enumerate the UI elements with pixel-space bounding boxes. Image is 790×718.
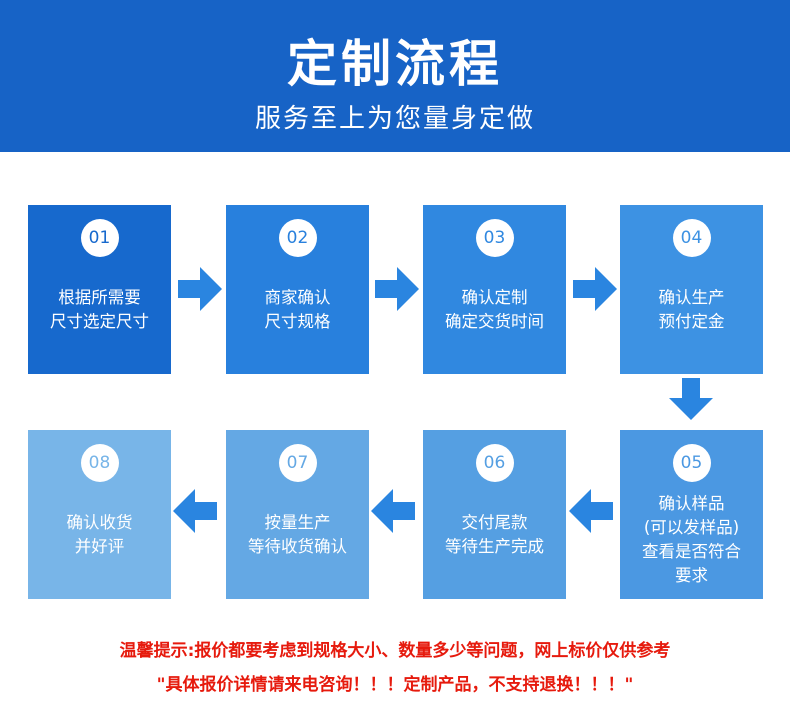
step-line: 按量生产	[264, 513, 331, 532]
step-card-02: 02 商家确认 尺寸规格	[226, 205, 369, 374]
step-card-05: 05 确认样品 (可以发样品) 查看是否符合 要求	[620, 430, 763, 599]
step-line: 确认定制	[461, 288, 528, 307]
step-line: 等待收货确认	[248, 537, 347, 556]
step-line: 并好评	[74, 537, 125, 556]
step-line: 确认样品	[658, 494, 725, 513]
step-line: 确认生产	[658, 288, 725, 307]
step-description: 确认定制 确定交货时间	[423, 286, 566, 334]
step-line: 尺寸选定尺寸	[50, 312, 149, 331]
step-number: 02	[278, 219, 317, 257]
step-line: 尺寸规格	[264, 312, 331, 331]
arrow-right-icon	[573, 267, 617, 311]
step-line: 交付尾款	[461, 513, 528, 532]
step-line: 查看是否符合	[642, 542, 741, 561]
step-number: 07	[278, 444, 317, 482]
step-card-01: 01 根据所需要 尺寸选定尺寸	[28, 205, 171, 374]
arrow-left-icon	[569, 489, 613, 533]
step-description: 交付尾款 等待生产完成	[423, 511, 566, 559]
step-card-08: 08 确认收货 并好评	[28, 430, 171, 599]
step-number: 04	[672, 219, 711, 257]
page-title: 定制流程	[287, 35, 503, 93]
step-card-07: 07 按量生产 等待收货确认	[226, 430, 369, 599]
step-line: (可以发样品)	[643, 518, 740, 537]
step-line: 根据所需要	[58, 288, 141, 307]
step-line: 等待生产完成	[445, 537, 544, 556]
step-description: 根据所需要 尺寸选定尺寸	[28, 286, 171, 334]
step-card-03: 03 确认定制 确定交货时间	[423, 205, 566, 374]
step-line: 确认收货	[66, 513, 133, 532]
page-subtitle: 服务至上为您量身定做	[254, 104, 535, 134]
step-number: 06	[475, 444, 514, 482]
arrow-left-icon	[371, 489, 415, 533]
notice-line-1: 温馨提示:报价都要考虑到规格大小、数量多少等问题，网上标价仅供参考	[119, 641, 671, 661]
step-card-06: 06 交付尾款 等待生产完成	[423, 430, 566, 599]
step-line: 商家确认	[264, 288, 331, 307]
arrow-down-icon	[669, 378, 713, 420]
step-description: 确认收货 并好评	[28, 511, 171, 559]
notice-line-2: "具体报价详情请来电咨询！！！定制产品，不支持退换！！！"	[156, 675, 634, 695]
header-banner: 定制流程 服务至上为您量身定做	[0, 0, 790, 152]
arrow-left-icon	[173, 489, 217, 533]
step-line: 确定交货时间	[445, 312, 544, 331]
step-description: 确认样品 (可以发样品) 查看是否符合 要求	[620, 492, 763, 588]
arrow-right-icon	[375, 267, 419, 311]
step-line: 预付定金	[658, 312, 725, 331]
step-description: 确认生产 预付定金	[620, 286, 763, 334]
step-number: 01	[80, 219, 119, 257]
step-number: 05	[672, 444, 711, 482]
step-card-04: 04 确认生产 预付定金	[620, 205, 763, 374]
step-description: 按量生产 等待收货确认	[226, 511, 369, 559]
step-number: 03	[475, 219, 514, 257]
step-description: 商家确认 尺寸规格	[226, 286, 369, 334]
step-number: 08	[80, 444, 119, 482]
step-line: 要求	[675, 566, 708, 585]
arrow-right-icon	[178, 267, 222, 311]
